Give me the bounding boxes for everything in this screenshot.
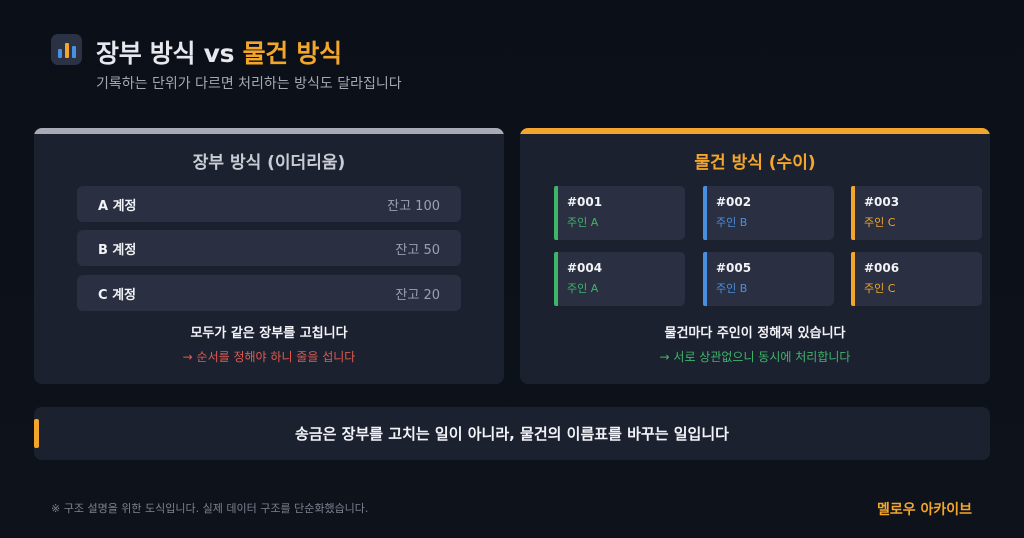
object-item: #004 주인 A bbox=[554, 252, 685, 306]
object-id: #001 bbox=[567, 195, 603, 209]
object-item: #006 주인 C bbox=[851, 252, 982, 306]
ledger-sub-note: → 순서를 정해야 하니 줄을 섭니다 bbox=[182, 350, 356, 364]
object-panel-title: 물건 방식 (수이) bbox=[694, 153, 816, 173]
object-owner: 주인 B bbox=[716, 216, 748, 229]
object-owner: 주인 B bbox=[716, 282, 748, 295]
account-name: A 계정 bbox=[98, 198, 137, 214]
page-subtitle: 기록하는 단위가 다르면 처리하는 방식도 달라집니다 bbox=[96, 76, 402, 92]
account-balance: 잔고 50 bbox=[395, 242, 440, 258]
object-owner: 주인 C bbox=[864, 216, 896, 229]
summary-banner: 송금은 장부를 고치는 일이 아니라, 물건의 이름표를 바꾸는 일입니다 bbox=[34, 407, 990, 460]
ledger-panel-title: 장부 방식 (이더리움) bbox=[192, 153, 346, 173]
page-title: 장부 방식 vs 물건 방식 bbox=[96, 34, 342, 70]
account-row: A 계정 잔고 100 bbox=[77, 186, 461, 222]
account-row: C 계정 잔고 20 bbox=[77, 275, 461, 311]
object-id: #005 bbox=[716, 261, 752, 275]
object-item: #005 주인 B bbox=[703, 252, 834, 306]
ledger-panel-topline bbox=[34, 128, 504, 134]
account-balance: 잔고 100 bbox=[387, 198, 440, 214]
object-item: #002 주인 B bbox=[703, 186, 834, 240]
footnote: ※ 구조 설명을 위한 도식입니다. 실제 데이터 구조를 단순화했습니다. bbox=[51, 502, 369, 515]
object-item: #003 주인 C bbox=[851, 186, 982, 240]
object-panel-topline bbox=[520, 128, 990, 134]
object-owner: 주인 A bbox=[567, 216, 599, 229]
object-id: #006 bbox=[864, 261, 900, 275]
brand-name: 멜로우 아카이브 bbox=[876, 502, 972, 518]
account-name: C 계정 bbox=[98, 287, 136, 303]
ledger-panel: 장부 방식 (이더리움) A 계정 잔고 100 B 계정 잔고 50 C 계정… bbox=[34, 128, 504, 384]
title-prefix: 장부 방식 vs bbox=[96, 39, 235, 68]
object-id: #002 bbox=[716, 195, 752, 209]
object-id: #003 bbox=[864, 195, 900, 209]
object-owner: 주인 A bbox=[567, 282, 599, 295]
title-highlight: 물건 방식 bbox=[242, 39, 343, 68]
object-panel: 물건 방식 (수이) #001 주인 A #002 주인 B #003 주인 C… bbox=[520, 128, 990, 384]
banner-accent bbox=[34, 419, 39, 448]
object-item: #001 주인 A bbox=[554, 186, 685, 240]
account-row: B 계정 잔고 50 bbox=[77, 230, 461, 266]
account-balance: 잔고 20 bbox=[395, 287, 440, 303]
object-note: 물건마다 주인이 정해져 있습니다 bbox=[664, 326, 846, 341]
object-owner: 주인 C bbox=[864, 282, 896, 295]
object-id: #004 bbox=[567, 261, 603, 275]
ledger-note: 모두가 같은 장부를 고칩니다 bbox=[190, 326, 348, 341]
account-name: B 계정 bbox=[98, 242, 137, 258]
bar-chart-icon bbox=[51, 34, 82, 65]
banner-text: 송금은 장부를 고치는 일이 아니라, 물건의 이름표를 바꾸는 일입니다 bbox=[295, 425, 729, 443]
object-sub-note: → 서로 상관없으니 동시에 처리합니다 bbox=[659, 350, 851, 364]
